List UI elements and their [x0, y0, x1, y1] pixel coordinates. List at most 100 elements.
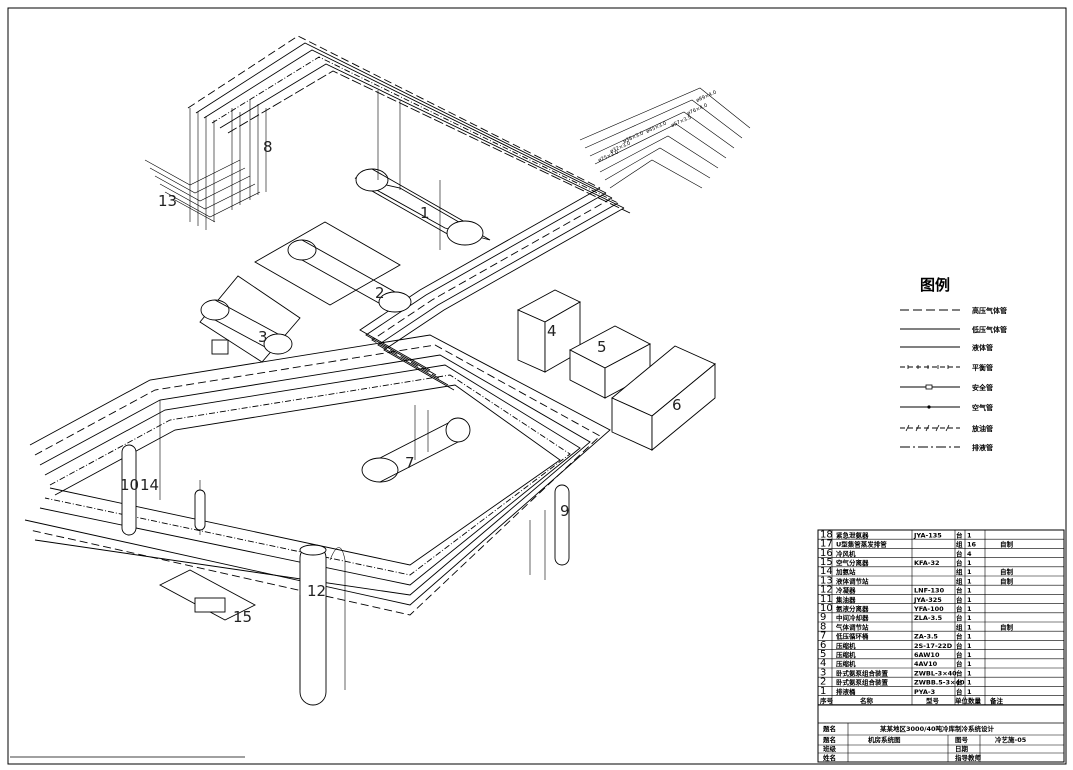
bom-model: ZWBB.5-3×40 — [914, 679, 965, 687]
bom-no: 17 — [820, 539, 833, 550]
bom-name: 液体调节站 — [836, 576, 869, 585]
bom-unit: 台 — [956, 530, 963, 539]
title-label-date: 日期 — [955, 744, 969, 753]
bom-no: 6 — [820, 640, 826, 651]
title-label-drawing-no: 图号 — [955, 735, 969, 744]
title-drawing: 机房系统图 — [868, 735, 901, 744]
bom-note: 自制 — [1000, 622, 1014, 631]
bom-model: 6AW10 — [914, 651, 940, 659]
bom-unit: 组 — [956, 540, 963, 549]
title-drawing-no: 冷艺施-05 — [995, 735, 1027, 744]
label-2: 2 — [375, 284, 385, 302]
lower-pipe-bundle — [24, 334, 611, 616]
bom-note: 自制 — [1000, 567, 1014, 576]
equipment-labels: 1 2 3 4 5 6 7 8 9 10 12 13 14 15 — [120, 138, 682, 626]
bom-name: 气体调节站 — [835, 622, 869, 631]
svg-text:液体管: 液体管 — [972, 343, 993, 352]
station-8-13 — [144, 100, 267, 230]
legend-item: 液体管 — [900, 343, 993, 352]
label-5: 5 — [597, 338, 607, 356]
bom-qty: 1 — [967, 651, 972, 659]
bom-name: U型集管蒸发排管 — [836, 540, 887, 549]
title-block: 题名 某某地区3000/40吨冷库制冷系统设计 题名 机房系统图 图号 冷艺施-… — [817, 704, 1065, 763]
bom-name: 氨液分离器 — [836, 604, 869, 613]
outgoing-pipe-tags: ø89×4.0 ø76×4.0 ø57×3.5 ø45×3.0 ø38×3.0 … — [579, 87, 751, 189]
bom-no: 10 — [820, 603, 833, 614]
label-9: 9 — [560, 502, 570, 520]
label-10: 10 — [120, 476, 139, 494]
bom-name: 卧式氨泵组合装置 — [836, 668, 889, 677]
bom-qty: 16 — [967, 541, 977, 549]
legend-item: 安全管 — [900, 383, 993, 392]
bom-unit: 台 — [956, 650, 963, 659]
bom-unit: 台 — [956, 549, 963, 558]
bom-unit: 台 — [956, 604, 963, 613]
bom-name: 卧式氨泵组合装置 — [836, 678, 889, 687]
legend-item: 排液管 — [900, 443, 993, 452]
bom-name: 加氨站 — [835, 567, 856, 576]
bom-no: 8 — [820, 621, 826, 632]
bom-name: 压缩机 — [836, 641, 856, 650]
legend-title: 图例 — [920, 276, 950, 294]
label-3: 3 — [258, 328, 268, 346]
air-separator-15 — [159, 569, 301, 690]
label-15: 15 — [233, 608, 252, 626]
svg-text:空气管: 空气管 — [972, 403, 993, 412]
bom-name: 冷风机 — [836, 549, 856, 558]
bom-name: 空气分离器 — [836, 558, 869, 567]
bom-unit: 台 — [956, 687, 963, 696]
bom-unit: 台 — [956, 632, 963, 641]
bom-unit: 台 — [956, 586, 963, 595]
bom-model: ZWBL-3×40 — [914, 669, 957, 677]
svg-text:排液管: 排液管 — [972, 443, 993, 452]
bom-no: 4 — [820, 658, 826, 669]
bom-header-note: 备注 — [989, 696, 1004, 705]
bom-no: 15 — [820, 557, 833, 568]
bom-note: 自制 — [1000, 576, 1014, 585]
bom-header-no: 序号 — [819, 696, 834, 705]
bom-header-unit-qty: 单位数量 — [955, 696, 982, 705]
bom-header-model: 型号 — [926, 696, 940, 705]
title-label-class: 班级 — [823, 744, 837, 753]
label-4: 4 — [547, 322, 557, 340]
pipe-tag: ø25×3.0 — [597, 150, 619, 164]
bom-model: 4AV10 — [914, 660, 938, 668]
pipe-tag: ø89×4.0 — [695, 90, 717, 104]
label-14: 14 — [140, 476, 159, 494]
bom-qty: 1 — [967, 577, 972, 585]
bom-note: 自制 — [1000, 540, 1014, 549]
legend-item: 高压气体管 — [900, 306, 1007, 315]
bom-qty: 4 — [967, 550, 972, 558]
bom-no: 12 — [820, 585, 833, 596]
bom-name: 集油器 — [835, 595, 856, 604]
bom-qty: 1 — [967, 679, 972, 687]
pipe-tag: ø45×3.0 — [645, 121, 667, 135]
bom-qty: 1 — [967, 688, 972, 696]
bom-unit: 组 — [956, 567, 963, 576]
title-project: 某某地区3000/40吨冷库制冷系统设计 — [880, 724, 995, 733]
label-8: 8 — [263, 138, 273, 156]
bom-qty: 1 — [967, 633, 972, 641]
bom-model: ZA-3.5 — [914, 633, 938, 641]
compressor-5 — [569, 325, 651, 399]
vessel-2 — [254, 221, 412, 313]
title-label-name: 姓名 — [822, 753, 836, 762]
bom-qty: 1 — [967, 642, 972, 650]
bom-model: JYA-135 — [913, 531, 942, 539]
bom-model: 2S-17-22D — [914, 642, 953, 650]
bom-model: KFA-32 — [914, 559, 940, 567]
bom-qty: 1 — [967, 660, 972, 668]
bom-no: 9 — [820, 612, 826, 623]
bom-name: 低压循环桶 — [835, 632, 869, 641]
condenser-12 — [299, 544, 346, 706]
bom-qty: 1 — [967, 669, 972, 677]
title-label-drawing: 题名 — [823, 735, 836, 744]
label-1: 1 — [420, 204, 430, 222]
bom-name: 冷凝器 — [836, 586, 856, 595]
label-7: 7 — [405, 454, 415, 472]
vessel-10 — [121, 400, 206, 536]
svg-text:放油管: 放油管 — [971, 424, 993, 433]
bom-qty: 1 — [967, 559, 972, 567]
